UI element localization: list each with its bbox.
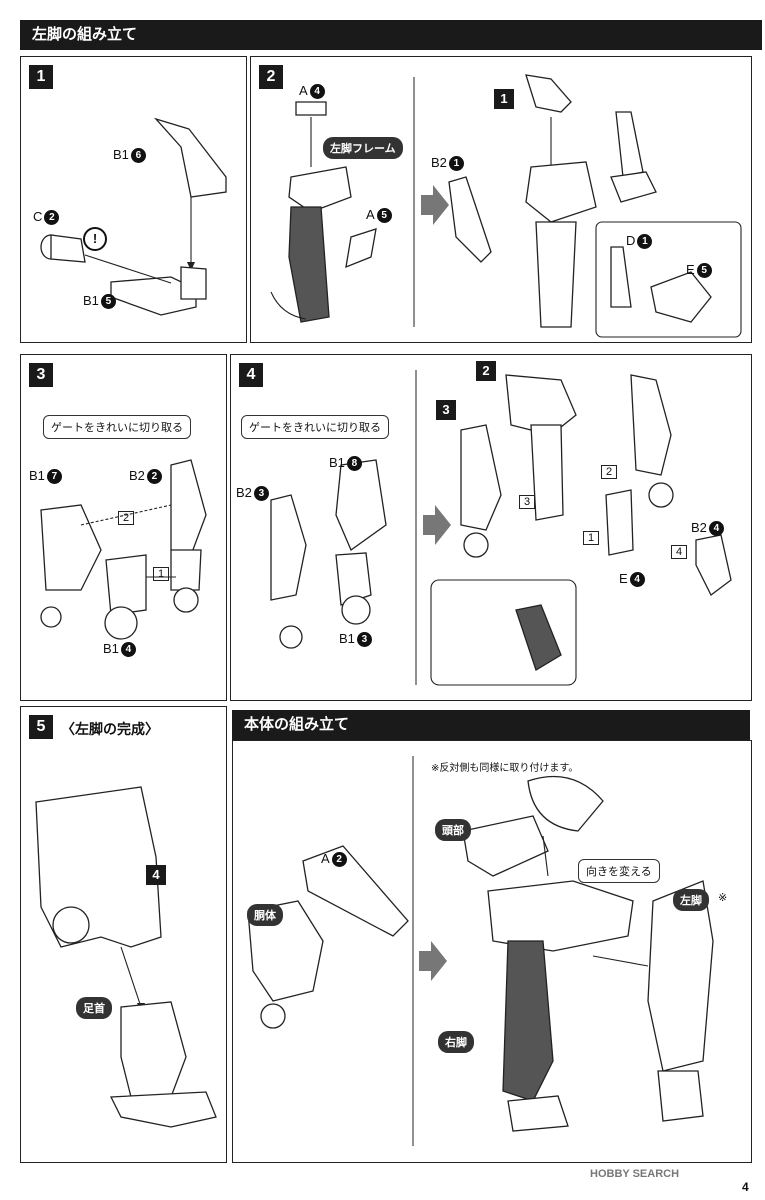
order-3-s4: 3: [519, 495, 536, 509]
step5-ref4-badge: 4: [146, 865, 166, 885]
step5-badge: 5: [29, 715, 53, 739]
opposite-side-note: ※反対側も同様に取り付けます。: [431, 763, 579, 774]
section-header-left-leg: 左脚の組み立て: [20, 20, 762, 50]
order-4-s4: 4: [671, 545, 688, 559]
body-assembly-illustration: [247, 756, 714, 1146]
right-leg-label: 右脚: [438, 1031, 474, 1053]
step4-ref3-badge: 3: [436, 400, 456, 420]
step2-illustration: [270, 74, 742, 338]
step3-illustration: [40, 459, 207, 640]
turn-direction-callout: 向きを変える: [578, 859, 660, 883]
order-1: 1: [153, 567, 170, 581]
torso-label: 胴体: [247, 904, 283, 926]
step3-badge: 3: [29, 363, 53, 387]
step2-ref1-badge: 1: [494, 89, 514, 109]
watermark: HOBBY SEARCH: [590, 1168, 680, 1180]
order-2-s4: 2: [601, 465, 618, 479]
section-header-body: 本体の組み立て: [232, 710, 750, 740]
order-1-s4: 1: [583, 531, 600, 545]
page-number: 4: [742, 1180, 749, 1194]
note-mark: ※: [718, 892, 728, 904]
step5-panel: 5 〈左脚の完成〉 4 足首: [20, 706, 227, 1163]
gate-note-callout-4: ゲートをきれいに切り取る: [241, 415, 389, 439]
step5-title: 〈左脚の完成〉: [61, 721, 159, 737]
caution-icon: !: [83, 227, 107, 251]
left-leg-frame-label: 左脚フレーム: [323, 137, 403, 159]
step1-illustration: [40, 117, 227, 316]
head-label: 頭部: [435, 819, 471, 841]
gate-note-callout: ゲートをきれいに切り取る: [43, 415, 191, 439]
left-leg-label: 左脚: [673, 889, 709, 911]
step4-badge: 4: [239, 363, 263, 387]
step5-illustration: [35, 786, 217, 1128]
step4-illustration: [270, 370, 732, 686]
ankle-label: 足首: [76, 997, 112, 1019]
order-2: 2: [118, 511, 135, 525]
step1-badge: 1: [29, 65, 53, 89]
step2-badge: 2: [259, 65, 283, 89]
step4-ref2-badge: 2: [476, 361, 496, 381]
